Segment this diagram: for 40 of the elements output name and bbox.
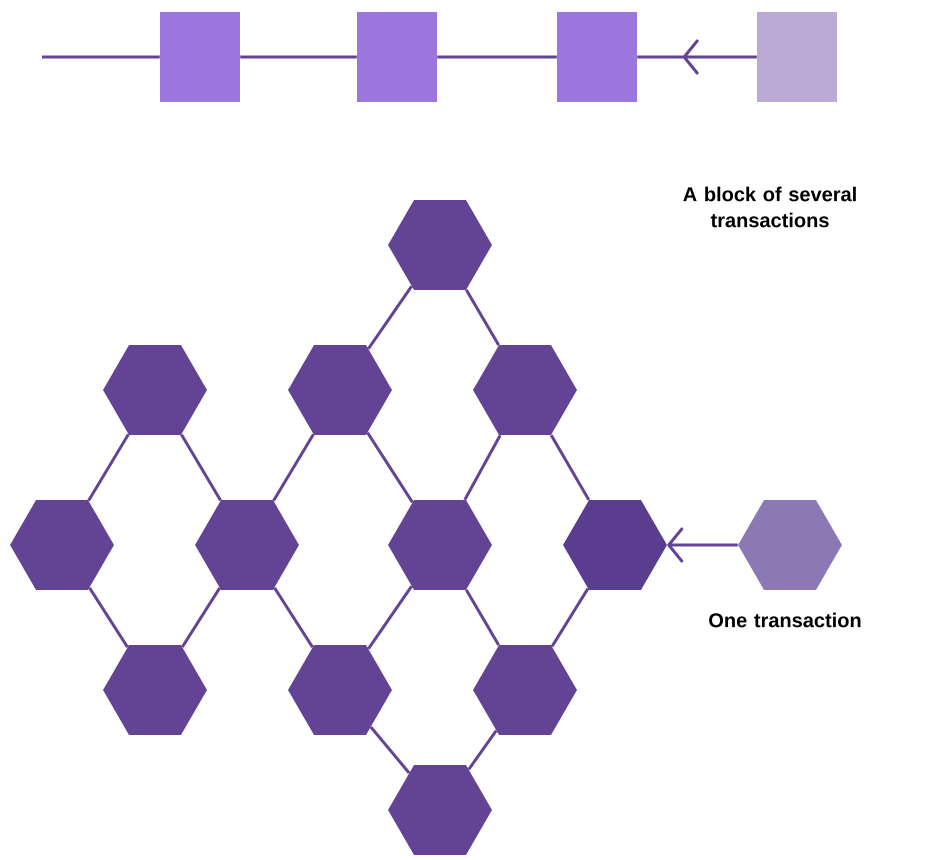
connector-line <box>437 56 557 58</box>
square-block <box>357 12 437 102</box>
connector-line <box>637 40 757 74</box>
hexagon <box>388 200 492 290</box>
connector-line <box>180 434 222 502</box>
connector-line <box>468 730 498 770</box>
connector-line <box>667 528 738 562</box>
connector-line <box>464 434 502 500</box>
hexagon <box>103 644 207 736</box>
connector-line <box>42 56 160 58</box>
connector-line <box>181 587 221 648</box>
hexagon <box>473 344 577 436</box>
square-block <box>160 12 240 102</box>
square-block <box>757 12 837 102</box>
hexagon <box>473 644 577 736</box>
connector-line <box>465 289 500 346</box>
hexagon <box>195 500 299 590</box>
connector-line <box>273 587 314 648</box>
hexagon <box>103 344 207 436</box>
hexagon <box>10 500 114 590</box>
connector-line <box>367 585 413 650</box>
square-block <box>557 12 637 102</box>
caption-text: One transaction <box>709 612 860 628</box>
connector-line <box>370 726 410 774</box>
connector-line <box>240 56 357 58</box>
connector-line <box>366 432 414 504</box>
hexagon <box>563 500 667 590</box>
hexagon <box>288 344 392 436</box>
connector-line <box>550 434 590 501</box>
hexagon <box>738 500 842 590</box>
hexagon <box>388 764 492 856</box>
hexagon <box>288 644 392 736</box>
connector-line <box>272 434 315 502</box>
caption-text: A block of several transactions <box>683 186 856 228</box>
connector-line <box>367 285 413 350</box>
connector-line <box>87 434 130 502</box>
hexagon <box>388 500 492 590</box>
connector-line <box>88 587 129 648</box>
connector-line <box>465 589 500 646</box>
connector-line <box>550 588 590 648</box>
